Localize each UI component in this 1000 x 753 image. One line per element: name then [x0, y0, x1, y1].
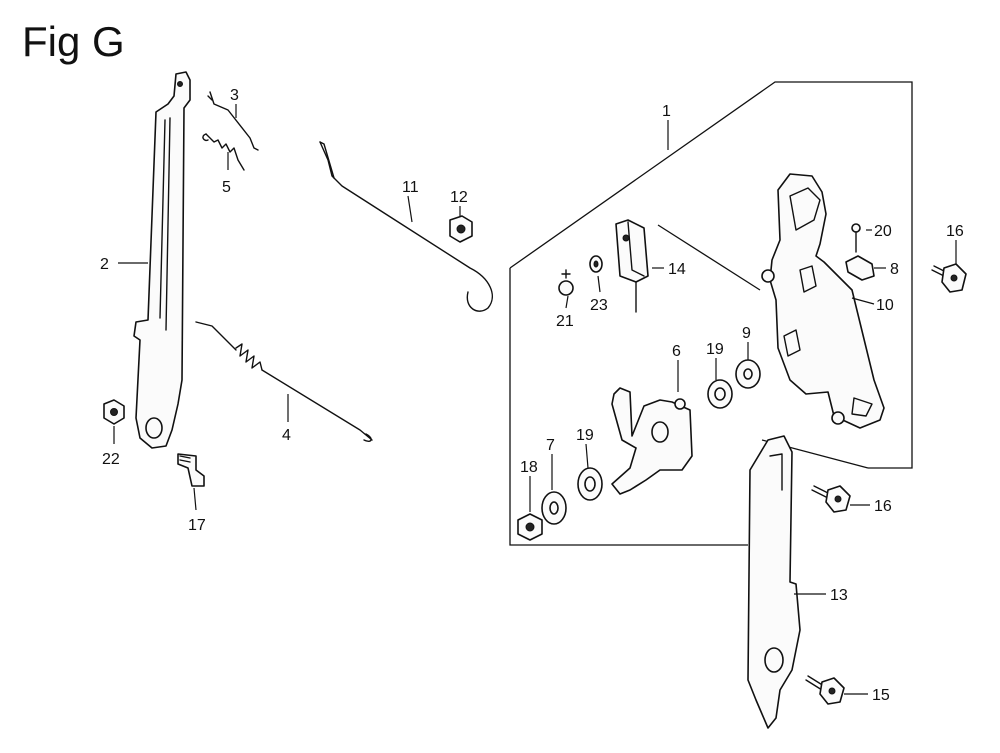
part-6-throttle-lever	[611, 387, 693, 495]
callout-23: 23	[590, 297, 608, 314]
part-10-lever-bracket	[761, 173, 885, 429]
part-13-lever-plate	[747, 435, 801, 729]
callout-11: 11	[402, 179, 419, 196]
part-8-clip	[845, 255, 875, 281]
part-9-washer	[735, 359, 761, 389]
callout-16-lower: 16	[874, 498, 892, 515]
part-20-small-screw	[851, 223, 861, 253]
callout-22: 22	[102, 451, 120, 468]
part-2-control-arm	[133, 71, 191, 449]
callout-4: 4	[282, 427, 291, 444]
callout-5: 5	[222, 179, 231, 196]
callout-19-upper: 19	[706, 341, 724, 358]
callout-9: 9	[742, 325, 751, 342]
callout-16-upper: 16	[946, 223, 964, 240]
part-16-bolt-upper	[931, 263, 967, 293]
callout-20: 20	[874, 223, 892, 240]
callout-3: 3	[230, 87, 239, 104]
callout-10: 10	[876, 297, 894, 314]
part-18-nut	[517, 513, 543, 541]
part-15-bolt	[805, 675, 845, 705]
callout-7: 7	[546, 437, 555, 454]
part-11-governor-rod	[319, 141, 493, 312]
callout-19-lower: 19	[576, 427, 594, 444]
callout-labels: 1 2 3 4 5 6 7 8 9 10 11 12 13 14 15 16 1…	[100, 87, 964, 704]
figure-title: Fig G	[22, 18, 125, 65]
callout-leader-lines	[113, 104, 957, 695]
callout-8: 8	[890, 261, 899, 278]
part-19-washer-upper	[707, 379, 733, 409]
callout-21: 21	[556, 313, 574, 330]
callout-2: 2	[100, 256, 109, 273]
callout-15: 15	[872, 687, 890, 704]
callout-6: 6	[672, 343, 681, 360]
callout-14: 14	[668, 261, 686, 278]
part-16-bolt-lower	[811, 485, 851, 513]
callout-1: 1	[662, 103, 671, 120]
part-4-return-spring	[195, 321, 373, 443]
part-7-washer	[541, 491, 567, 525]
part-3-spring-clip	[207, 91, 259, 151]
part-23-washer	[589, 255, 603, 273]
part-14-stop-switch	[615, 219, 649, 313]
part-5-small-spring	[202, 133, 245, 171]
callout-18: 18	[520, 459, 538, 476]
callout-13: 13	[830, 587, 848, 604]
part-12-nut	[449, 215, 473, 243]
part-21-screw	[558, 269, 574, 296]
part-19-washer-lower	[577, 467, 603, 501]
part-22-nut	[103, 399, 125, 425]
callout-17: 17	[188, 517, 206, 534]
callout-12: 12	[450, 189, 468, 206]
part-17-t-bolt	[177, 453, 205, 487]
